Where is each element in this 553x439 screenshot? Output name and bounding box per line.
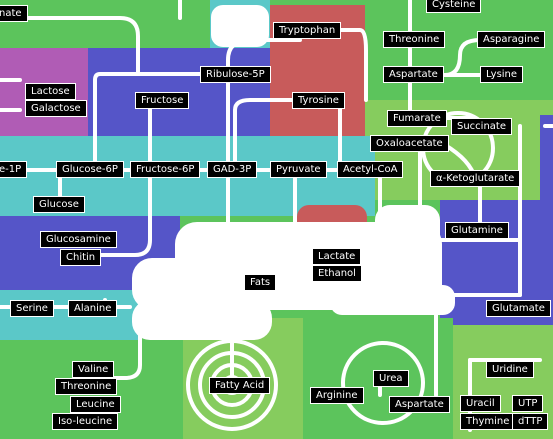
- node-oxaloacetate[interactable]: Oxaloacetate: [370, 135, 449, 152]
- node-arginine[interactable]: Arginine: [310, 387, 364, 404]
- node-nate[interactable]: nate: [0, 5, 28, 22]
- node-urea[interactable]: Urea: [373, 370, 409, 387]
- node-chitin[interactable]: Chitin: [60, 249, 102, 266]
- region-blue-right: [540, 115, 553, 205]
- node-fructose-6p[interactable]: Fructose-6P: [130, 161, 201, 178]
- node-glutamine[interactable]: Glutamine: [445, 222, 509, 239]
- node-glucose[interactable]: Glucose: [33, 196, 85, 213]
- node-asparagine[interactable]: Asparagine: [477, 31, 546, 48]
- node-glucosamine[interactable]: Glucosamine: [40, 231, 117, 248]
- node-tyrosine[interactable]: Tyrosine: [292, 92, 345, 109]
- node-fumarate[interactable]: Fumarate: [387, 110, 447, 127]
- node-ethanol[interactable]: Ethanol: [312, 265, 362, 282]
- node-pyruvate[interactable]: Pyruvate: [270, 161, 327, 178]
- node-cysteine[interactable]: Cysteine: [426, 0, 482, 13]
- node-utp[interactable]: UTP: [512, 395, 544, 412]
- node-alanine[interactable]: Alanine: [68, 300, 118, 317]
- node-threonine-top[interactable]: Threonine: [383, 31, 446, 48]
- node-thymine[interactable]: Thymine: [460, 413, 516, 430]
- node-fructose[interactable]: Fructose: [135, 92, 190, 109]
- node-tryptophan[interactable]: Tryptophan: [273, 22, 342, 39]
- node-e-1p[interactable]: e-1P: [0, 161, 28, 178]
- node-acetyl-coa[interactable]: Acetyl-CoA: [337, 161, 404, 178]
- node-serine[interactable]: Serine: [10, 300, 54, 317]
- node-aspartate-bottom[interactable]: Aspartate: [389, 396, 450, 413]
- node-glutamate[interactable]: Glutamate: [486, 300, 551, 317]
- node-galactose[interactable]: Galactose: [25, 100, 87, 117]
- region-top-left-green: [0, 0, 210, 48]
- node-glucose-6p[interactable]: Glucose-6P: [56, 161, 124, 178]
- node-threonine-bottom[interactable]: Threonine: [55, 378, 118, 395]
- node-uridine[interactable]: Uridine: [486, 361, 534, 378]
- node-valine[interactable]: Valine: [72, 361, 115, 378]
- node-uracil[interactable]: Uracil: [460, 395, 501, 412]
- node-gad-3p[interactable]: GAD-3P: [207, 161, 258, 178]
- node-succinate[interactable]: Succinate: [451, 118, 512, 135]
- node-fats[interactable]: Fats: [244, 274, 277, 291]
- node-ribulose-5p[interactable]: Ribulose-5P: [200, 66, 271, 83]
- node-lysine[interactable]: Lysine: [480, 66, 524, 83]
- node-alpha-ketoglutarate[interactable]: α-Ketoglutarate: [430, 170, 521, 187]
- node-dttp[interactable]: dTTP: [512, 413, 549, 430]
- node-leucine[interactable]: Leucine: [70, 396, 121, 413]
- node-fatty-acid[interactable]: Fatty Acid: [209, 377, 271, 394]
- node-isoleucine[interactable]: Iso-leucine: [52, 413, 119, 430]
- node-lactate[interactable]: Lactate: [312, 248, 362, 265]
- node-lactose[interactable]: Lactose: [25, 83, 76, 100]
- node-aspartate-top[interactable]: Aspartate: [383, 66, 444, 83]
